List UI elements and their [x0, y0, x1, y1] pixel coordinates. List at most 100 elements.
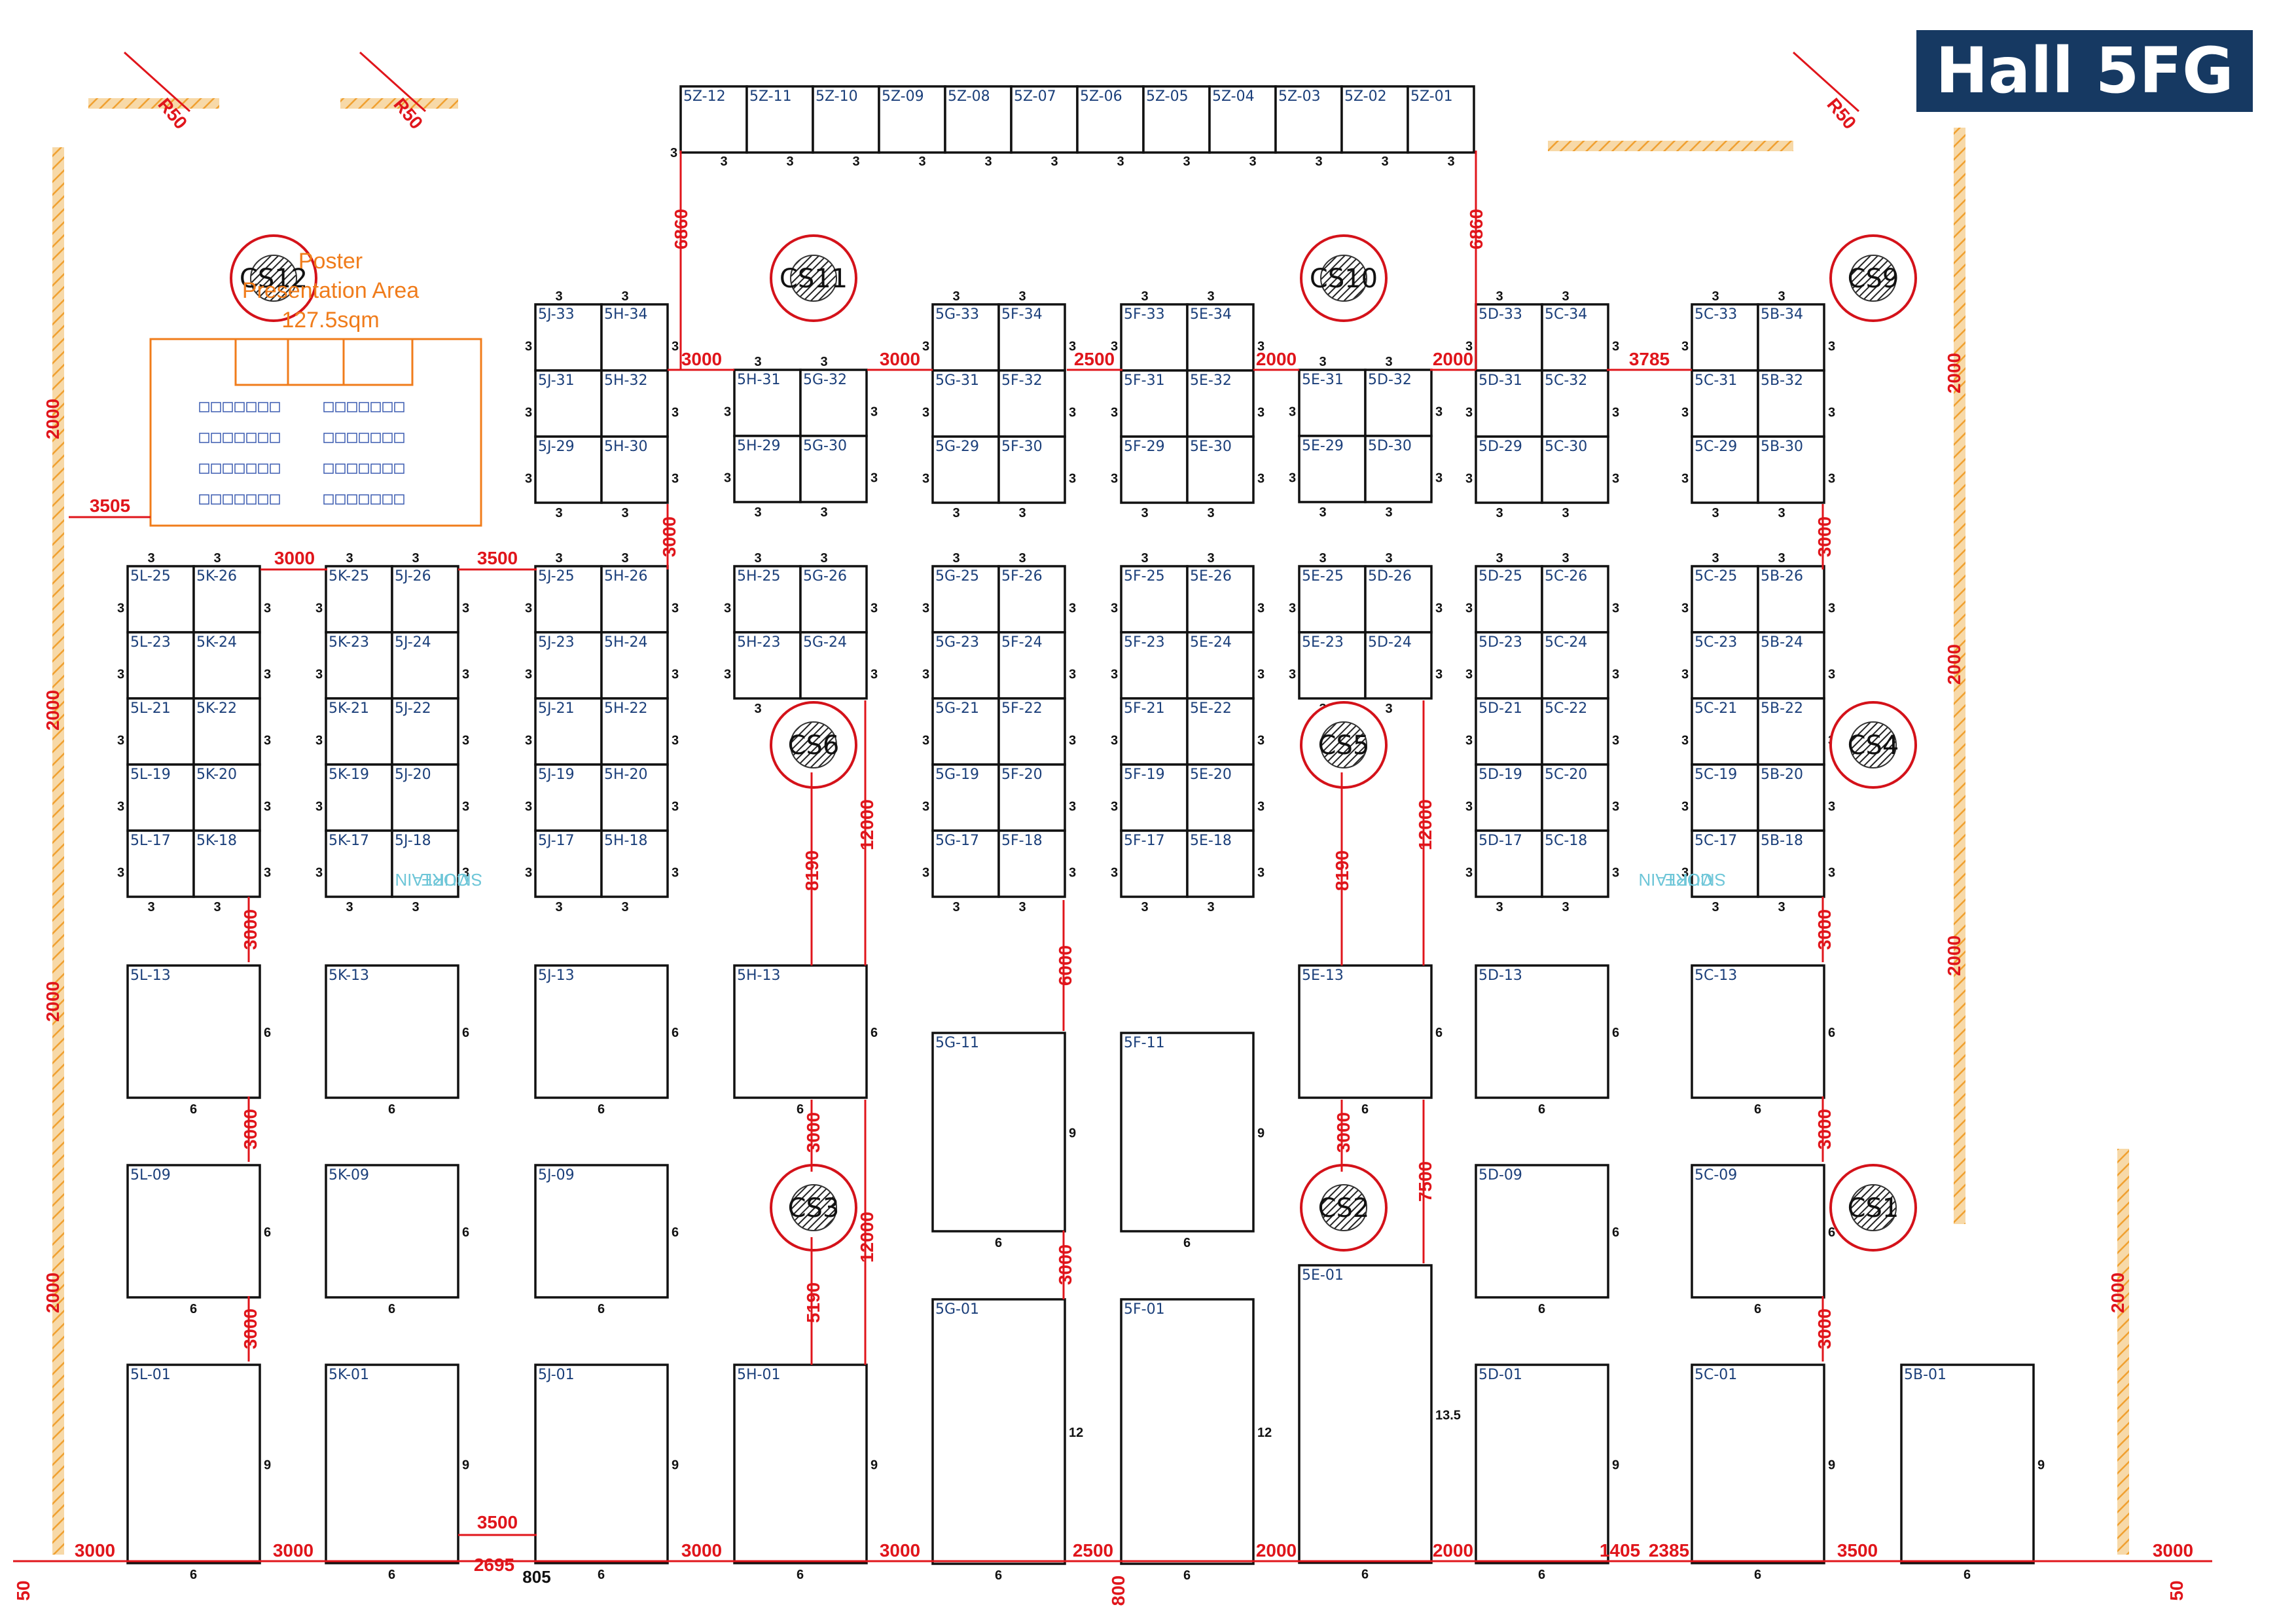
- booth-5c-18[interactable]: 5C-18: [1541, 829, 1609, 898]
- booth-5b-18[interactable]: 5B-18: [1757, 829, 1825, 898]
- booth-5k-26[interactable]: 5K-26: [192, 565, 261, 634]
- booth-5z-06[interactable]: 5Z-063: [1076, 85, 1145, 169]
- booth-5k-24[interactable]: 5K-24: [192, 631, 261, 700]
- booth-5h-23[interactable]: 5H-23: [733, 631, 802, 700]
- booth-5l-21[interactable]: 5L-21: [126, 697, 195, 766]
- booth-5k-22[interactable]: 5K-22: [192, 697, 261, 766]
- booth-5c-23[interactable]: 5C-23: [1691, 631, 1759, 700]
- booth-5g-30[interactable]: 5G-30: [799, 435, 868, 503]
- booth-5g-32[interactable]: 5G-32: [799, 369, 868, 437]
- booth-5c-26[interactable]: 5C-26: [1541, 565, 1609, 634]
- booth-5e-32[interactable]: 5E-32: [1186, 369, 1255, 438]
- booth-5b-20[interactable]: 5B-20: [1757, 763, 1825, 832]
- booth-5c-20[interactable]: 5C-20: [1541, 763, 1609, 832]
- booth-5f-30[interactable]: 5F-30: [997, 435, 1066, 504]
- booth-5e-23[interactable]: 5E-23: [1298, 631, 1367, 700]
- booth-5j-21[interactable]: 5J-21: [534, 697, 603, 766]
- booth-5h-31[interactable]: 5H-31: [733, 369, 802, 437]
- booth-5c-32[interactable]: 5C-32: [1541, 369, 1609, 438]
- booth-5z-12[interactable]: 5Z-123: [679, 85, 748, 169]
- booth-5b-32[interactable]: 5B-32: [1757, 369, 1825, 438]
- booth-5z-01[interactable]: 5Z-013: [1407, 85, 1475, 169]
- booth-5f-29[interactable]: 5F-29: [1120, 435, 1189, 504]
- booth-5e-25[interactable]: 5E-25: [1298, 565, 1367, 634]
- booth-5d-31[interactable]: 5D-31: [1475, 369, 1543, 438]
- booth-5z-10[interactable]: 5Z-103: [812, 85, 880, 169]
- booth-5e-30[interactable]: 5E-30: [1186, 435, 1255, 504]
- booth-5c-19[interactable]: 5C-19: [1691, 763, 1759, 832]
- booth-5d-19[interactable]: 5D-19: [1475, 763, 1543, 832]
- booth-5g-25[interactable]: 5G-25: [931, 565, 1000, 634]
- booth-5l-23[interactable]: 5L-23: [126, 631, 195, 700]
- booth-5c-17[interactable]: 5C-17: [1691, 829, 1759, 898]
- booth-5j-31[interactable]: 5J-31: [534, 369, 603, 438]
- booth-5d-26[interactable]: 5D-26: [1364, 565, 1433, 634]
- booth-5l-19[interactable]: 5L-19: [126, 763, 195, 832]
- booth-5f-34[interactable]: 5F-34: [997, 303, 1066, 372]
- booth-5g-26[interactable]: 5G-26: [799, 565, 868, 634]
- booth-5j-22[interactable]: 5J-22: [391, 697, 459, 766]
- booth-5d-29[interactable]: 5D-29: [1475, 435, 1543, 504]
- booth-5k-25[interactable]: 5K-25: [325, 565, 393, 634]
- booth-5e-31[interactable]: 5E-31: [1298, 369, 1367, 437]
- booth-5g-21[interactable]: 5G-21: [931, 697, 1000, 766]
- poster-area[interactable]: Poster Presentation Area 127.5sqm: [149, 249, 482, 527]
- booth-5h-26[interactable]: 5H-26: [600, 565, 669, 634]
- booth-5c-30[interactable]: 5C-30: [1541, 435, 1609, 504]
- booth-5k-19[interactable]: 5K-19: [325, 763, 393, 832]
- booth-5d-24[interactable]: 5D-24: [1364, 631, 1433, 700]
- booth-5z-11[interactable]: 5Z-113: [745, 85, 814, 169]
- booth-5e-26[interactable]: 5E-26: [1186, 565, 1255, 634]
- booth-5f-32[interactable]: 5F-32: [997, 369, 1066, 438]
- booth-5j-33[interactable]: 5J-33: [534, 303, 603, 372]
- booth-5c-31[interactable]: 5C-31: [1691, 369, 1759, 438]
- booth-5e-34[interactable]: 5E-34: [1186, 303, 1255, 372]
- booth-5k-18[interactable]: 5K-18: [192, 829, 261, 898]
- booth-5j-25[interactable]: 5J-25: [534, 565, 603, 634]
- booth-5k-20[interactable]: 5K-20: [192, 763, 261, 832]
- booth-5h-25[interactable]: 5H-25: [733, 565, 802, 634]
- booth-5c-33[interactable]: 5C-33: [1691, 303, 1759, 372]
- booth-5d-30[interactable]: 5D-30: [1364, 435, 1433, 503]
- booth-5g-33[interactable]: 5G-33: [931, 303, 1000, 372]
- booth-5z-09[interactable]: 5Z-093: [878, 85, 946, 169]
- booth-5h-30[interactable]: 5H-30: [600, 435, 669, 504]
- booth-5d-21[interactable]: 5D-21: [1475, 697, 1543, 766]
- booth-5j-19[interactable]: 5J-19: [534, 763, 603, 832]
- booth-5g-19[interactable]: 5G-19: [931, 763, 1000, 832]
- booth-5k-21[interactable]: 5K-21: [325, 697, 393, 766]
- booth-5h-18[interactable]: 5H-18: [600, 829, 669, 898]
- booth-5c-29[interactable]: 5C-29: [1691, 435, 1759, 504]
- booth-5f-18[interactable]: 5F-18: [997, 829, 1066, 898]
- booth-5z-03[interactable]: 5Z-033: [1274, 85, 1343, 169]
- booth-5e-29[interactable]: 5E-29: [1298, 435, 1367, 503]
- booth-5c-22[interactable]: 5C-22: [1541, 697, 1609, 766]
- booth-5j-23[interactable]: 5J-23: [534, 631, 603, 700]
- booth-5f-25[interactable]: 5F-25: [1120, 565, 1189, 634]
- booth-5h-22[interactable]: 5H-22: [600, 697, 669, 766]
- booth-5e-24[interactable]: 5E-24: [1186, 631, 1255, 700]
- booth-5l-17[interactable]: 5L-17: [126, 829, 195, 898]
- booth-5j-29[interactable]: 5J-29: [534, 435, 603, 504]
- booth-5c-24[interactable]: 5C-24: [1541, 631, 1609, 700]
- booth-5f-23[interactable]: 5F-23: [1120, 631, 1189, 700]
- booth-5c-25[interactable]: 5C-25: [1691, 565, 1759, 634]
- booth-5c-34[interactable]: 5C-34: [1541, 303, 1609, 372]
- booth-5e-18[interactable]: 5E-18: [1186, 829, 1255, 898]
